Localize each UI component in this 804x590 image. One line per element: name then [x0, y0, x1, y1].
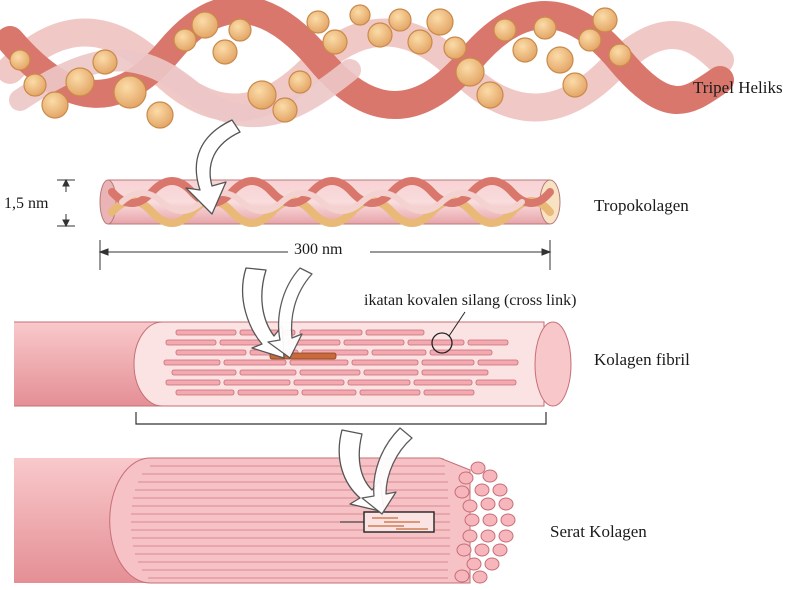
diameter-marker	[57, 180, 75, 226]
collagen-fibril	[14, 312, 571, 406]
label-collagen-fiber: Serat Kolagen	[550, 522, 647, 542]
label-triple-helix: Tripel Heliks	[693, 78, 783, 98]
collagen-fiber	[14, 458, 515, 583]
label-cross-link: ikatan kovalen silang (cross link)	[364, 292, 576, 310]
fibril-bracket	[136, 412, 546, 424]
label-collagen-fibril: Kolagen fibril	[594, 350, 690, 370]
label-diameter: 1,5 nm	[2, 195, 50, 213]
label-tropocollagen: Tropokolagen	[594, 196, 689, 216]
label-length: 300 nm	[292, 241, 344, 259]
triple-helix	[10, 5, 720, 128]
arrows	[186, 120, 412, 514]
tropocollagen-tube	[100, 180, 560, 224]
